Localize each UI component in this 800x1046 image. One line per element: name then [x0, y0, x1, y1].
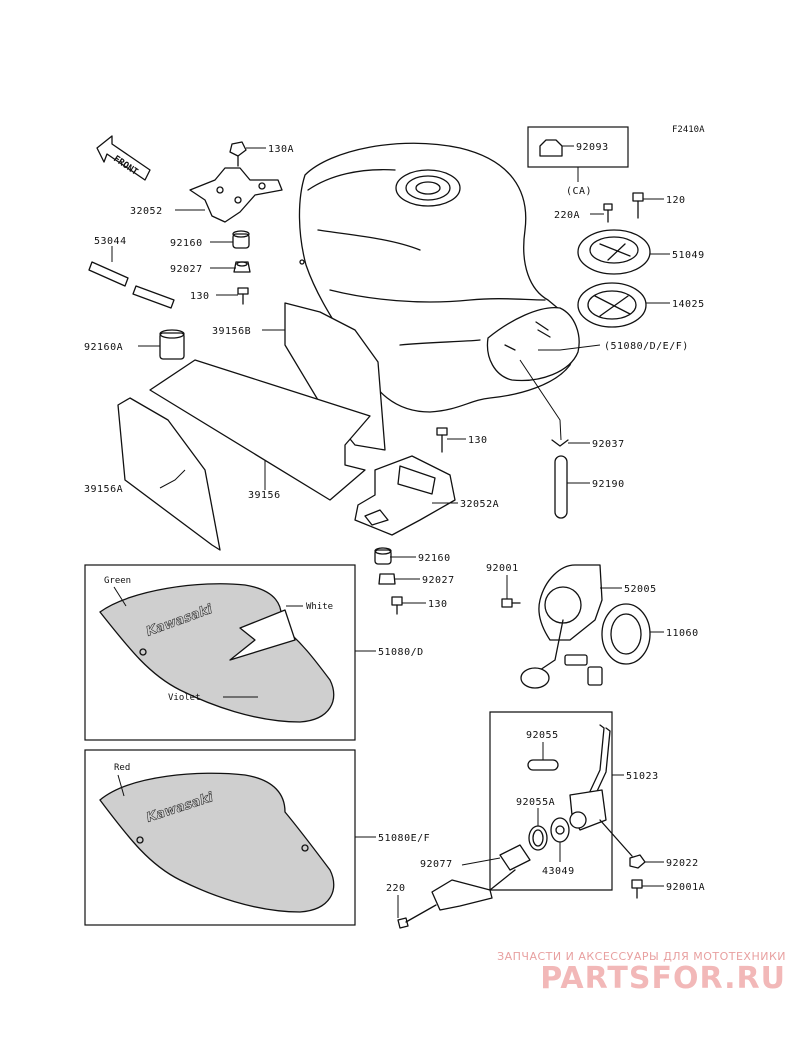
bolt-130-b-icon — [391, 596, 403, 615]
leader-lines — [111, 145, 670, 918]
label-32052: 32052 — [130, 206, 163, 217]
rubber-92160A-icon — [159, 329, 185, 360]
label-39156B: 39156B — [212, 326, 251, 337]
label-130-mid: 130 — [468, 435, 488, 446]
bolt-220A-icon — [603, 203, 613, 223]
strip-53044 — [88, 261, 175, 309]
label-92055: 92055 — [526, 730, 559, 741]
gasket-92055-icon — [527, 759, 559, 771]
bolt-130A-icon — [229, 141, 247, 167]
label-92190: 92190 — [592, 479, 625, 490]
label-120: 120 — [666, 195, 686, 206]
filter-43049-icon — [550, 817, 570, 843]
label-92001A: 92001A — [666, 882, 705, 893]
color-red-label: Red — [114, 763, 130, 773]
label-220A: 220A — [554, 210, 580, 221]
bracket-32052A — [354, 455, 456, 536]
color-violet-label: Violet — [168, 693, 201, 703]
collar-92027-icon — [233, 261, 251, 273]
gasket-11060 — [601, 603, 651, 665]
label-51023: 51023 — [626, 771, 659, 782]
label-92077: 92077 — [420, 859, 453, 870]
connector-icon — [564, 654, 603, 686]
fuel-cock-51023 — [569, 724, 633, 857]
label-92160A: 92160A — [84, 342, 123, 353]
bolt-92001-icon — [501, 598, 521, 608]
label-220: 220 — [386, 883, 406, 894]
label-92160-b: 92160 — [418, 553, 451, 564]
fuel-tank — [298, 142, 580, 413]
label-130-top: 130 — [190, 291, 210, 302]
label-92027: 92027 — [170, 264, 203, 275]
pump-52005 — [520, 564, 603, 689]
label-53044: 53044 — [94, 236, 127, 247]
label-92022: 92022 — [666, 858, 699, 869]
cap-51049 — [577, 229, 651, 275]
rubber-92160-b-icon — [374, 547, 392, 565]
label-32052A: 32052A — [460, 499, 499, 510]
color-box-1 — [84, 564, 356, 741]
bracket-32052 — [189, 167, 283, 223]
watermark-logo: PARTSFOR.RU — [540, 961, 786, 996]
clip-92037-icon — [551, 439, 569, 447]
label-39156A: 39156A — [84, 484, 123, 495]
rubber-92160-icon — [232, 230, 250, 249]
label-14025: 14025 — [672, 299, 705, 310]
cover-51080D — [99, 583, 335, 723]
bolt-92001A-icon — [631, 879, 643, 899]
label-92001: 92001 — [486, 563, 519, 574]
watermark-tagline: ЗАПЧАСТИ И АКСЕССУАРЫ ДЛЯ МОТОТЕХНИКИ — [497, 950, 786, 963]
label-43049: 43049 — [542, 866, 575, 877]
diagram-code: F2410A — [672, 125, 705, 135]
oring-92055A-icon — [528, 825, 548, 851]
bolt-130-mid-icon — [436, 427, 448, 453]
label-130A: 130A — [268, 144, 294, 155]
label-130-b: 130 — [428, 599, 448, 610]
screw-220-icon — [397, 904, 437, 929]
bolt-120-icon — [632, 192, 644, 219]
label-ca: (CA) — [566, 186, 592, 197]
part-box-51023 — [489, 711, 613, 891]
label-51080EF: 51080E/F — [378, 833, 430, 844]
label-52005: 52005 — [624, 584, 657, 595]
collar-92027-b-icon — [378, 573, 396, 585]
label-92055A: 92055A — [516, 797, 555, 808]
label-92037: 92037 — [592, 439, 625, 450]
label-92027-b: 92027 — [422, 575, 455, 586]
cap-92093-icon — [539, 139, 563, 157]
color-white-label: White — [306, 602, 333, 612]
color-green-label: Green — [104, 576, 131, 586]
lever-92077 — [431, 844, 531, 911]
cover-51080EF — [99, 772, 335, 913]
label-51049: 51049 — [672, 250, 705, 261]
label-92160: 92160 — [170, 238, 203, 249]
pad-39156A — [117, 397, 221, 551]
watermark: ЗАПЧАСТИ И АКСЕССУАРЫ ДЛЯ МОТОТЕХНИКИ PA… — [497, 950, 786, 995]
front-arrow-icon: FRONT — [96, 135, 151, 181]
label-51080DEF: (51080/D/E/F) — [604, 341, 689, 352]
hose-92190 — [554, 455, 568, 519]
label-39156: 39156 — [248, 490, 281, 501]
bolt-130-top-icon — [237, 287, 249, 305]
label-51080D: 51080/D — [378, 647, 424, 658]
nut-92022-icon — [629, 854, 646, 869]
pad-39156 — [149, 359, 371, 501]
label-92093: 92093 — [576, 142, 609, 153]
label-11060: 11060 — [666, 628, 699, 639]
gasket-14025 — [577, 282, 647, 328]
